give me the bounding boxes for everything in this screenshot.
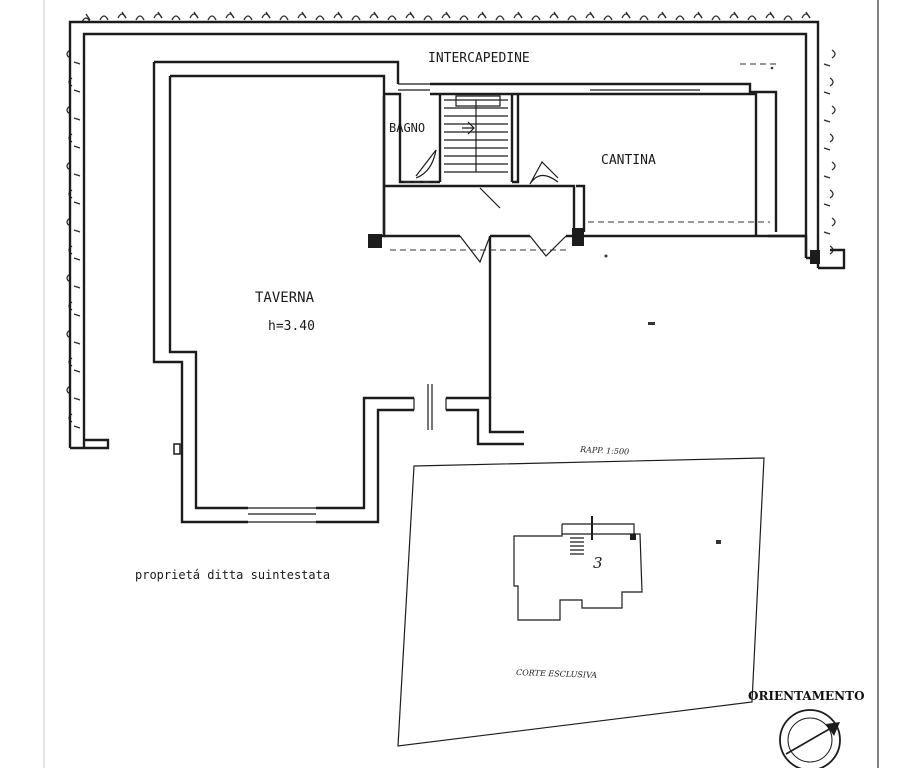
- staircase: [444, 95, 508, 173]
- label-taverna-height: h=3.40: [268, 319, 315, 334]
- orientation-label: ORIENTAMENTO: [748, 689, 865, 703]
- label-bagno: BAGNO: [389, 121, 425, 135]
- site-plan: RAPP. 1:500 3 CORTE ESCLUSIVA: [397, 445, 765, 747]
- compass-arrow-icon: [826, 722, 840, 736]
- compass-outer-circle: [779, 709, 841, 768]
- site-plan-court-label: CORTE ESCLUSIVA: [516, 668, 597, 680]
- label-taverna: TAVERNA: [255, 290, 315, 306]
- label-intercapedine: INTERCAPEDINE: [428, 51, 530, 66]
- orientation: ORIENTAMENTO: [748, 689, 865, 768]
- building-walls: [152, 60, 820, 524]
- owner-note: proprietá ditta suintestata: [135, 568, 330, 582]
- compass-inner-circle: [787, 717, 833, 763]
- compass-needle: [785, 723, 839, 755]
- site-plan-number: 3: [593, 554, 603, 572]
- doors: [413, 149, 567, 430]
- site-plan-scale: RAPP. 1:500: [579, 445, 629, 457]
- label-cantina: CANTINA: [601, 153, 656, 168]
- specks: [604, 66, 774, 544]
- dashed-lines: [390, 63, 780, 251]
